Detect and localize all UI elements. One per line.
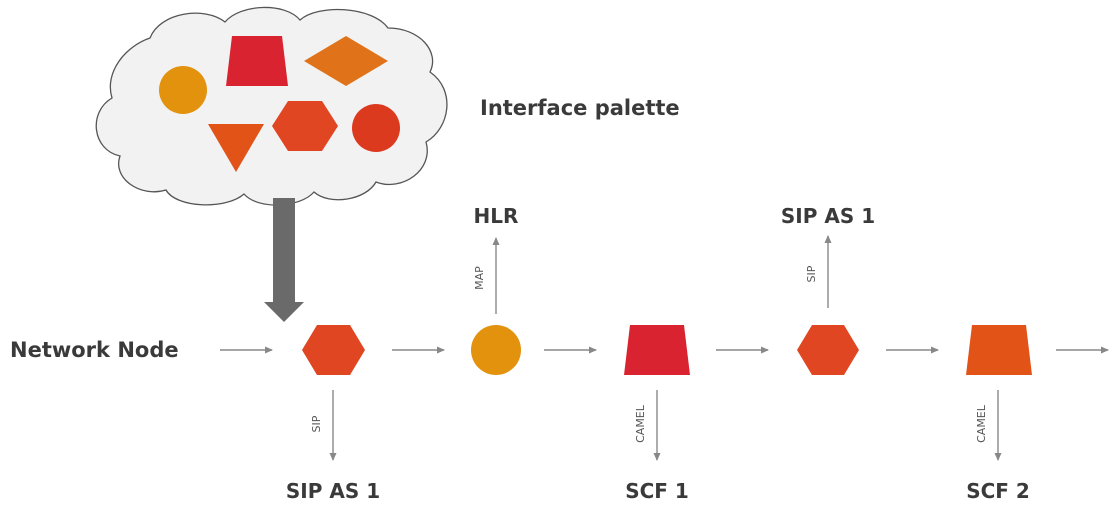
branch-sip-down: SIP SIP AS 1 xyxy=(286,390,380,503)
palette-circle-red xyxy=(352,104,400,152)
palette-triangle-orange xyxy=(208,124,264,172)
protocol-label: MAP xyxy=(473,266,486,290)
palette-title: Interface palette xyxy=(480,96,680,120)
branch-sip-up: SIP SIP AS 1 xyxy=(781,204,875,308)
protocol-label: CAMEL xyxy=(634,404,647,443)
palette-trapezoid-red xyxy=(226,36,288,86)
chain-node-hexagon-1 xyxy=(302,325,365,375)
node-label: HLR xyxy=(474,204,519,228)
chain-node-hexagon-2 xyxy=(797,325,859,375)
chain-node-trapezoid-1 xyxy=(624,325,690,375)
protocol-label: CAMEL xyxy=(975,404,988,443)
branch-camel-down-1: CAMEL SCF 1 xyxy=(625,390,689,503)
palette-circle-orange xyxy=(159,66,207,114)
node-label: SCF 1 xyxy=(625,479,689,503)
branch-camel-down-2: CAMEL SCF 2 xyxy=(966,390,1030,503)
palette-hexagon-red-orange xyxy=(272,101,338,151)
network-node-label: Network Node xyxy=(10,338,179,362)
node-label: SIP AS 1 xyxy=(781,204,875,228)
thick-down-arrow xyxy=(264,198,304,322)
chain-node-trapezoid-2 xyxy=(966,325,1032,375)
chain-node-circle xyxy=(471,325,521,375)
branch-map-up: MAP HLR xyxy=(473,204,518,314)
palette-diamond-orange xyxy=(304,36,388,86)
interface-palette-cloud xyxy=(95,6,448,206)
node-label: SCF 2 xyxy=(966,479,1030,503)
node-label: SIP AS 1 xyxy=(286,479,380,503)
protocol-label: SIP xyxy=(310,415,323,432)
protocol-label: SIP xyxy=(805,265,818,282)
